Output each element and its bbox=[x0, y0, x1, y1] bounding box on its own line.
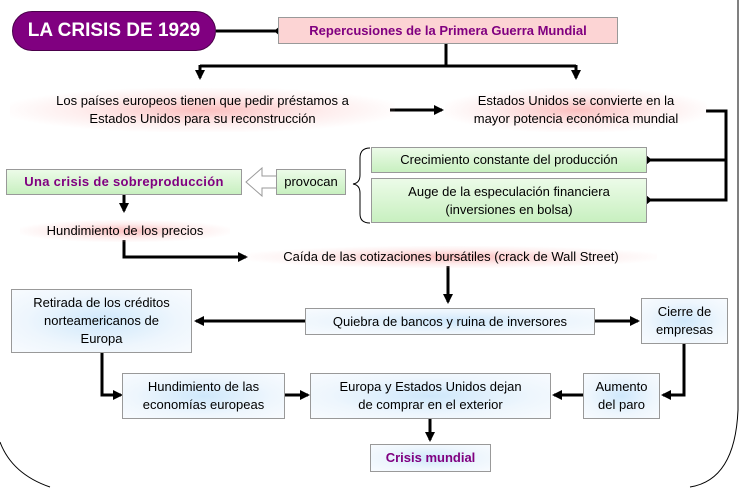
especulacion-line1: Auge de la especulación financiera bbox=[408, 183, 610, 199]
aumento-paro-line2: del paro bbox=[598, 397, 645, 412]
node-dejan-comprar: Europa y Estados Unidos dejan de comprar… bbox=[310, 373, 551, 419]
prestamos-line1: Los países europeos tienen que pedir pré… bbox=[56, 93, 349, 108]
hundimiento-economias-line1: Hundimiento de las bbox=[147, 379, 260, 394]
main-title: LA CRISIS DE 1929 bbox=[12, 11, 216, 51]
node-crecimiento: Crecimiento constante del producción bbox=[371, 147, 647, 173]
node-retirada-creditos: Retirada de los créditos norteamericanos… bbox=[11, 289, 192, 353]
cierre-line1: Cierre de bbox=[657, 304, 712, 319]
node-prestamos: Los países europeos tienen que pedir pré… bbox=[10, 88, 395, 132]
prestamos-line2: Estados Unidos para su reconstrucción bbox=[89, 111, 316, 126]
retirada-line1: Retirada de los créditos bbox=[33, 295, 170, 310]
node-repercusiones: Repercusiones de la Primera Guerra Mundi… bbox=[278, 17, 618, 44]
node-hundimiento-economias: Hundimiento de las economías europeas bbox=[122, 373, 285, 419]
retirada-line3: Europa bbox=[80, 331, 123, 346]
node-hundimiento-precios: Hundimiento de los precios bbox=[20, 220, 230, 242]
node-provocan: provocan bbox=[276, 169, 346, 195]
node-especulacion: Auge de la especulación financiera (inve… bbox=[371, 178, 647, 223]
potencia-line2: mayor potencia económica mundial bbox=[473, 111, 679, 126]
hundimiento-economias-line2: economías europeas bbox=[142, 397, 265, 412]
cierre-line2: empresas bbox=[655, 322, 714, 337]
node-cierre-empresas: Cierre de empresas bbox=[641, 298, 728, 344]
dejan-comprar-line2: de comprar en el exterior bbox=[358, 397, 503, 412]
node-sobreproduccion: Una crisis de sobreproducción bbox=[6, 169, 242, 195]
node-caida-cotizaciones: Caída de las cotizaciones bursátiles (cr… bbox=[245, 246, 657, 268]
node-aumento-paro: Aumento del paro bbox=[583, 373, 660, 419]
especulacion-line2: (inversiones en bolsa) bbox=[445, 201, 573, 217]
potencia-line1: Estados Unidos se convierte en la bbox=[477, 93, 675, 108]
node-quiebra: Quiebra de bancos y ruina de inversores bbox=[305, 308, 595, 335]
dejan-comprar-line1: Europa y Estados Unidos dejan bbox=[339, 379, 522, 394]
node-potencia: Estados Unidos se convierte en la mayor … bbox=[445, 88, 707, 132]
retirada-line2: norteamericanos de bbox=[44, 313, 159, 328]
aumento-paro-line1: Aumento bbox=[595, 379, 648, 394]
node-crisis-mundial: Crisis mundial bbox=[370, 444, 491, 472]
